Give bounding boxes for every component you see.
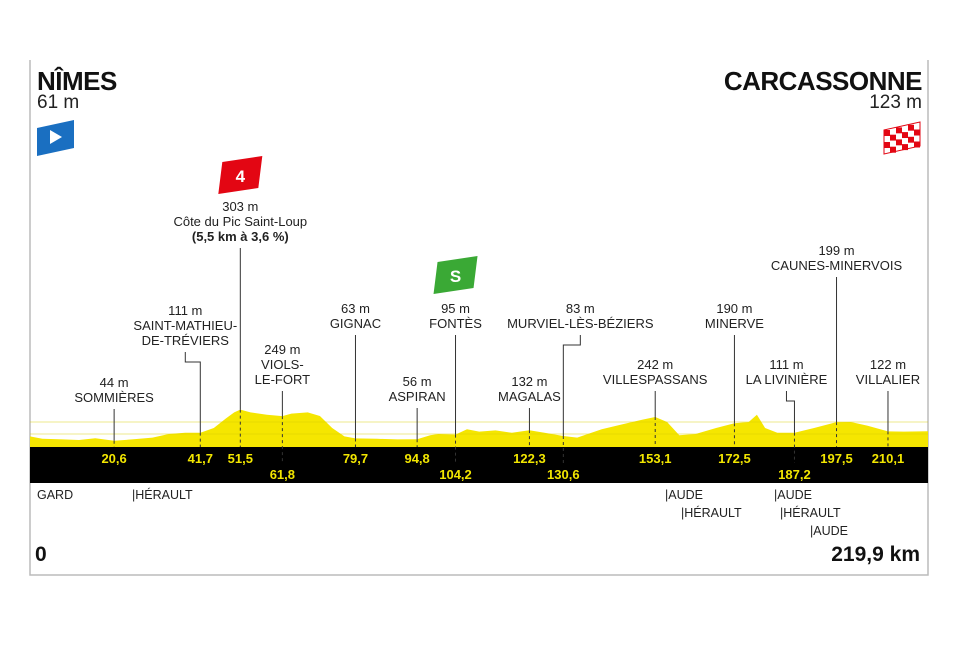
start-altitude: 61 m [37, 92, 80, 113]
sprint-badge-label: S [450, 267, 461, 286]
marker-altitude: 303 m [222, 199, 259, 214]
department-label: |HÉRAULT [132, 488, 193, 502]
marker-line [184, 352, 201, 433]
km-label: 41,7 [187, 451, 213, 466]
department-label: |AUDE [774, 488, 812, 502]
start-city: NÎMES [37, 66, 117, 96]
department-label: |HÉRAULT [681, 506, 742, 520]
marker-name: Côte du Pic Saint-Loup [173, 214, 308, 229]
km-label: 130,6 [547, 467, 580, 482]
km-label: 79,7 [342, 451, 369, 466]
marker-name: MAGALAS [497, 389, 561, 404]
marker-altitude: 44 m [99, 375, 129, 390]
km-label: 153,1 [638, 451, 672, 466]
climb-detail: (5,5 km à 3,6 %) [191, 229, 289, 244]
marker-altitude: 249 m [264, 342, 301, 357]
department-label: |AUDE [665, 488, 703, 502]
finish-city: CARCASSONNE [723, 66, 923, 96]
km-label: 61,8 [269, 467, 296, 482]
marker-altitude: 56 m [402, 374, 432, 389]
marker-altitude: 242 m [637, 357, 674, 372]
sprint-badge-icon [433, 256, 478, 294]
km-label: 94,8 [404, 451, 430, 466]
marker-altitude: 83 m [565, 301, 595, 316]
department-label: |AUDE [810, 524, 848, 538]
start-flag-arrow [50, 130, 62, 144]
marker-name: VIOLS- [261, 357, 304, 372]
climb-badge-icon [218, 156, 263, 194]
marker-name: LE-FORT [254, 372, 311, 387]
km-label: 104,2 [439, 467, 472, 482]
marker-altitude: 111 m [769, 357, 804, 372]
elevation-area [30, 409, 928, 447]
km-label: 20,6 [101, 451, 127, 466]
distance-end: 219,9 km [831, 543, 920, 566]
finish-altitude: 123 m [869, 92, 922, 113]
marker-altitude: 95 m [441, 301, 470, 316]
km-label: 187,2 [778, 467, 811, 482]
marker-altitude: 199 m [818, 243, 855, 258]
km-bar [30, 447, 928, 483]
marker-name: DE-TRÉVIERS [141, 333, 229, 348]
department-label: |HÉRAULT [780, 506, 841, 520]
marker-altitude: 63 m [341, 301, 370, 316]
marker-name: CAUNES-MINERVOIS [770, 258, 903, 273]
finish-flag-icon [883, 121, 921, 155]
marker-name: VILLESPASSANS [602, 372, 708, 387]
marker-name: GIGNAC [329, 316, 382, 331]
km-label: 197,5 [820, 451, 853, 466]
climb-badge-label: 4 [236, 167, 246, 186]
marker-name: FONTÈS [429, 316, 482, 331]
distance-start: 0 [35, 543, 47, 566]
km-label: 51,5 [227, 451, 253, 466]
marker-name: SAINT-MATHIEU- [133, 318, 238, 333]
marker-altitude: 111 m [168, 303, 203, 318]
marker-name: VILLALIER [855, 372, 921, 387]
frame-border [29, 60, 929, 576]
marker-altitude: 132 m [511, 374, 548, 389]
km-label: 122,3 [513, 451, 546, 466]
marker-name: ASPIRAN [388, 389, 446, 404]
marker-line [562, 335, 581, 437]
marker-name: LA LIVINIÈRE [745, 372, 828, 387]
km-label: 210,1 [871, 451, 905, 466]
department-label: GARD [37, 488, 74, 502]
marker-altitude: 122 m [869, 357, 907, 372]
marker-name: SOMMIÈRES [74, 390, 154, 405]
marker-line [785, 391, 795, 433]
marker-name: MINERVE [704, 316, 764, 331]
marker-name: MURVIEL-LÈS-BÉZIERS [507, 316, 654, 331]
km-label: 172,5 [718, 451, 751, 466]
marker-altitude: 190 m [716, 301, 753, 316]
